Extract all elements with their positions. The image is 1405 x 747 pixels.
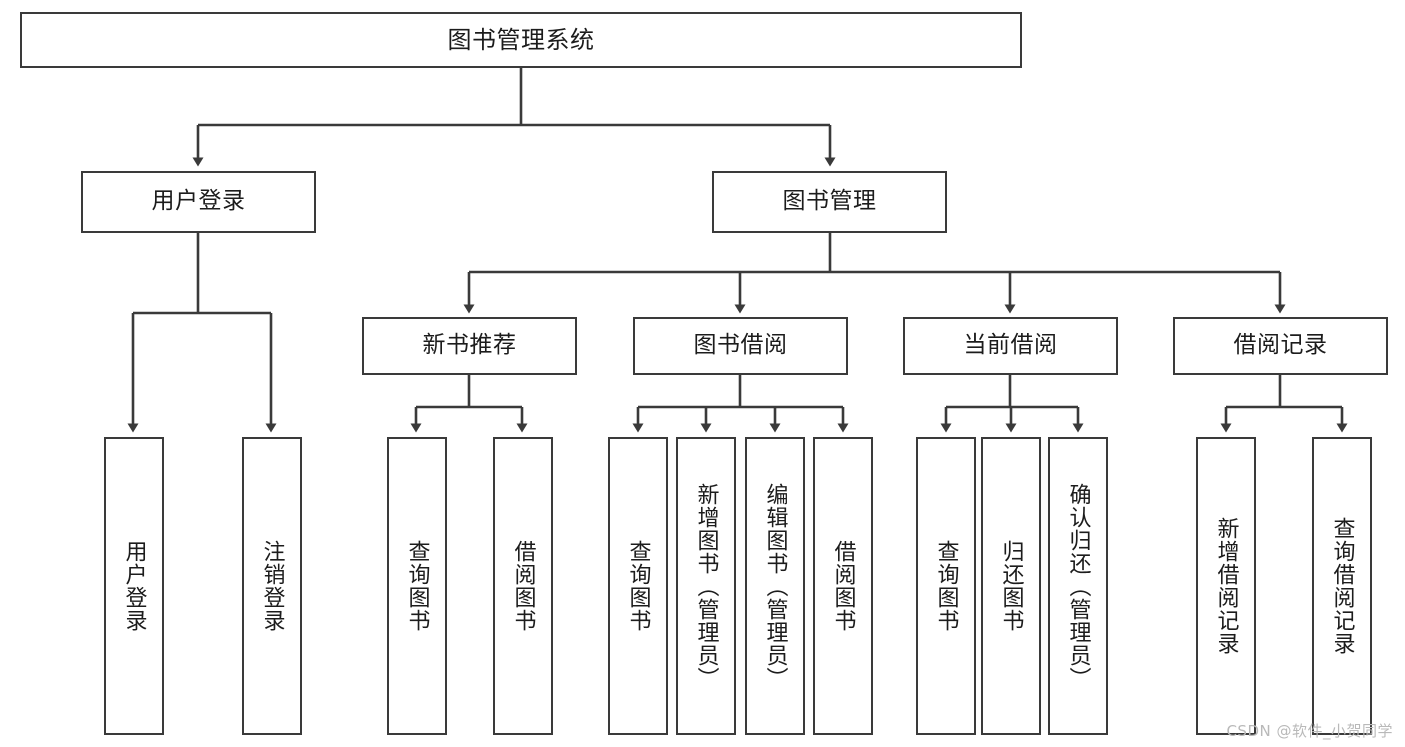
leaf-current-query-book[interactable]: 查询图书 — [916, 437, 976, 735]
watermark-text: CSDN @软件_小贺同学 — [1226, 722, 1393, 740]
node-label: 图书管理系统 — [447, 25, 595, 54]
leaf-current-confirm-return-admin[interactable]: 确认归还（管理员） — [1048, 437, 1108, 735]
node-label: 编辑图书（管理员） — [762, 482, 788, 690]
leaf-borrow-add-book-admin[interactable]: 新增图书（管理员） — [676, 437, 736, 735]
leaf-user-logout[interactable]: 注销登录 — [242, 437, 302, 735]
node-label: 图书借阅 — [693, 332, 788, 359]
leaf-record-add-borrow-record[interactable]: 新增借阅记录 — [1196, 437, 1256, 735]
node-label: 借阅图书 — [510, 540, 536, 632]
node-book-borrow[interactable]: 图书借阅 — [633, 317, 848, 375]
node-label: 新增借阅记录 — [1213, 517, 1239, 655]
node-current-borrow[interactable]: 当前借阅 — [903, 317, 1118, 375]
leaf-borrow-edit-book-admin[interactable]: 编辑图书（管理员） — [745, 437, 805, 735]
node-label: 借阅记录 — [1233, 332, 1328, 359]
node-label: 查询图书 — [625, 540, 651, 632]
node-label: 查询借阅记录 — [1329, 517, 1355, 655]
leaf-recommend-query-book[interactable]: 查询图书 — [387, 437, 447, 735]
leaf-current-return-book[interactable]: 归还图书 — [981, 437, 1041, 735]
node-label: 确认归还（管理员） — [1065, 482, 1091, 690]
node-label: 借阅图书 — [830, 540, 856, 632]
leaf-borrow-query-book[interactable]: 查询图书 — [608, 437, 668, 735]
node-label: 新增图书（管理员） — [693, 482, 719, 690]
node-label: 查询图书 — [404, 540, 430, 632]
node-user-login[interactable]: 用户登录 — [81, 171, 316, 233]
node-label: 用户登录 — [151, 188, 246, 215]
node-borrow-record[interactable]: 借阅记录 — [1173, 317, 1388, 375]
node-new-book-recommend[interactable]: 新书推荐 — [362, 317, 577, 375]
leaf-recommend-borrow-book[interactable]: 借阅图书 — [493, 437, 553, 735]
node-label: 用户登录 — [121, 540, 147, 632]
node-label: 当前借阅 — [963, 332, 1058, 359]
leaf-borrow-borrow-book[interactable]: 借阅图书 — [813, 437, 873, 735]
node-book-management[interactable]: 图书管理 — [712, 171, 947, 233]
node-root-system[interactable]: 图书管理系统 — [20, 12, 1022, 68]
node-label: 查询图书 — [933, 540, 959, 632]
node-label: 新书推荐 — [422, 332, 517, 359]
node-label: 归还图书 — [998, 540, 1024, 632]
leaf-user-login[interactable]: 用户登录 — [104, 437, 164, 735]
leaf-record-query-borrow-record[interactable]: 查询借阅记录 — [1312, 437, 1372, 735]
node-label: 图书管理 — [782, 188, 877, 215]
node-label: 注销登录 — [259, 540, 285, 632]
